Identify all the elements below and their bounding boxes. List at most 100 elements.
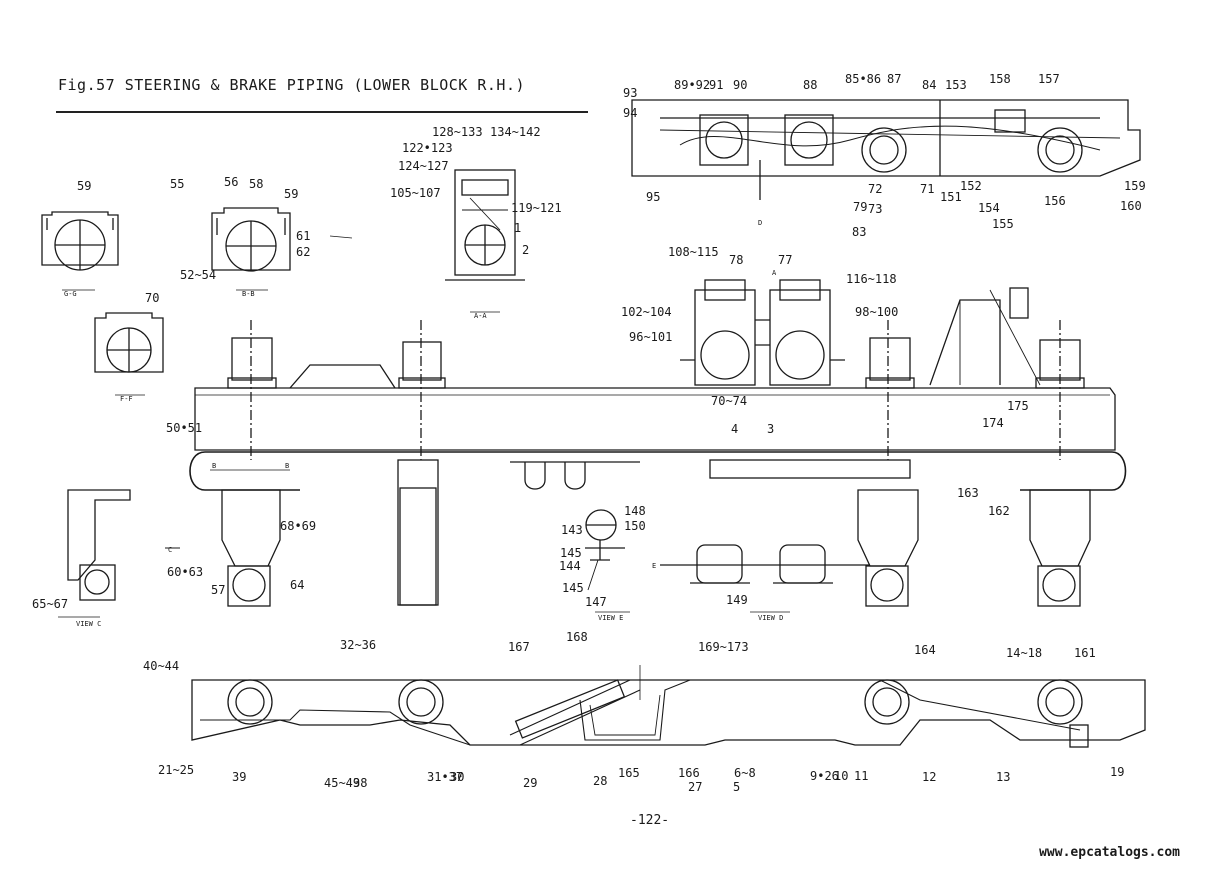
figure-title: Fig.57 STEERING & BRAKE PIPING (LOWER BL… (58, 76, 526, 94)
callout-label: 174 (982, 416, 1004, 430)
view-label-gg: G-G (64, 290, 77, 298)
callout-label: 9•26 (810, 769, 839, 783)
view-label-layer: G-G B-B A-A F-F VIEW C VIEW E VIEW D A D… (64, 219, 783, 628)
callout-label: 29 (523, 776, 537, 790)
section-mark-d: D (758, 219, 762, 227)
callout-label: 60•63 (167, 565, 203, 579)
callout-label: 14~18 (1006, 646, 1042, 660)
section-aa (445, 169, 525, 313)
view-label-ff: F-F (120, 395, 133, 403)
callout-label: 144 (559, 559, 581, 573)
callout-label: 85•86 (845, 72, 881, 86)
callout-label: 71 (920, 182, 934, 196)
callout-label: 134~142 (490, 125, 541, 139)
callout-label: 119~121 (511, 201, 562, 215)
callout-label: 55 (170, 177, 184, 191)
callout-label: 175 (1007, 399, 1029, 413)
callout-label: 30 (450, 770, 464, 784)
callout-label: 77 (778, 253, 792, 267)
callout-label: 84 (922, 78, 936, 92)
callout-label: 19 (1110, 765, 1124, 779)
section-mark-e: E (652, 562, 656, 570)
callout-label: 158 (989, 72, 1011, 86)
page-number: -122- (630, 813, 670, 828)
callout-label: 116~118 (846, 272, 897, 286)
callout-label: 163 (957, 486, 979, 500)
callout-label: 27 (688, 780, 702, 794)
callout-label: 70 (145, 291, 159, 305)
callout-label: 145 (562, 581, 584, 595)
view-c (58, 489, 180, 618)
callout-label: 45~49 (324, 776, 360, 790)
callout-label: 122•123 (402, 141, 453, 155)
callout-label: 145 (560, 546, 582, 560)
callout-label: 59 (77, 179, 91, 193)
callout-label: 58 (249, 177, 263, 191)
watermark: www.epcatalogs.com (1039, 845, 1180, 860)
view-label-c: VIEW C (76, 620, 101, 628)
main-plan-view (189, 279, 1127, 607)
callout-label: 83 (852, 225, 866, 239)
section-gg (41, 211, 119, 291)
callout-label: 95 (646, 190, 660, 204)
callout-label: 32~36 (340, 638, 376, 652)
callout-label: 154 (978, 201, 1000, 215)
callout-label: 88 (803, 78, 817, 92)
callout-label: 157 (1038, 72, 1060, 86)
callout-label: 159 (1124, 179, 1146, 193)
callout-label: 72 (868, 182, 882, 196)
section-mark-b-left: B (212, 462, 216, 470)
callout-label: 108~115 (668, 245, 719, 259)
callout-label: 57 (211, 583, 225, 597)
callout-label: 56 (224, 175, 238, 189)
callout-label: 31•37 (427, 770, 463, 784)
callout-label: 156 (1044, 194, 1066, 208)
callout-label: 164 (914, 643, 936, 657)
callout-label: 94 (623, 106, 637, 120)
callout-label: 162 (988, 504, 1010, 518)
view-label-bb: B-B (242, 290, 255, 298)
callout-label: 70~74 (711, 394, 747, 408)
view-label-aa: A-A (474, 312, 487, 320)
callout-label: 89•92 (674, 78, 710, 92)
callout-label: 61 (296, 229, 310, 243)
section-mark-b-right: B (285, 462, 289, 470)
callout-label: 124~127 (398, 159, 449, 173)
callout-label: 64 (290, 578, 304, 592)
callout-label: 79 (853, 200, 867, 214)
callout-label: 91 (709, 78, 723, 92)
bottom-side-view (191, 665, 1146, 748)
title-underline (56, 111, 588, 113)
callout-label: 96~101 (629, 330, 672, 344)
callout-label: 40~44 (143, 659, 179, 673)
callout-label: 155 (992, 217, 1014, 231)
callout-label: 78 (729, 253, 743, 267)
callout-label: 2 (522, 243, 529, 257)
callout-label: 147 (585, 595, 607, 609)
callout-label: 13 (996, 770, 1010, 784)
callout-label: 11 (854, 769, 868, 783)
callout-label: 4 (731, 422, 738, 436)
callout-label: 153 (945, 78, 967, 92)
callout-label: 149 (726, 593, 748, 607)
callout-label: 38 (353, 776, 367, 790)
callout-label: 167 (508, 640, 530, 654)
callout-label: 102~104 (621, 305, 672, 319)
callout-label: 3 (767, 422, 774, 436)
callout-label: 105~107 (390, 186, 441, 200)
callout-label: 90 (733, 78, 747, 92)
callout-label: 73 (868, 202, 882, 216)
callout-label: 10 (834, 769, 848, 783)
view-label-e: VIEW E (598, 614, 623, 622)
callout-label: 87 (887, 72, 901, 86)
section-ff (94, 312, 164, 396)
callout-label: 148 (624, 504, 646, 518)
callout-label: 93 (623, 86, 637, 100)
callout-label: 151 (940, 190, 962, 204)
callout-label: 52~54 (180, 268, 216, 282)
callout-label: 128~133 (432, 125, 483, 139)
callout-label: 168 (566, 630, 588, 644)
view-label-d: VIEW D (758, 614, 783, 622)
